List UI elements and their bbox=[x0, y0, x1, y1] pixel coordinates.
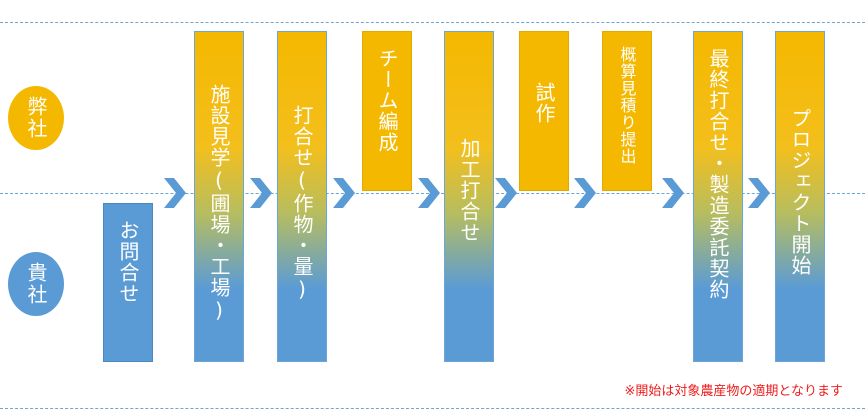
step-estimate-label: 概算見積り提出 bbox=[617, 46, 637, 165]
step-final-contract-label: 最終打合せ・製造委託契約 bbox=[706, 48, 730, 300]
step-project-start: プロジェクト開始 bbox=[775, 31, 825, 362]
step-team-formation-label: チーム編成 bbox=[375, 48, 399, 153]
step-inquiry-label: お問合せ bbox=[116, 220, 140, 304]
yours-row-label: 貴社 bbox=[8, 252, 64, 316]
step-site-visit: 施設見学(圃場・工場) bbox=[194, 31, 244, 362]
chevron-arrow-icon bbox=[418, 178, 440, 208]
chevron-arrow-icon bbox=[574, 178, 596, 208]
chevron-arrow-icon bbox=[495, 178, 517, 208]
chevron-arrow-icon bbox=[164, 178, 186, 208]
step-meeting-crops-label: 打合せ(作物・量) bbox=[290, 105, 314, 302]
divider-bottom bbox=[0, 408, 865, 409]
step-meeting-crops: 打合せ(作物・量) bbox=[277, 31, 327, 362]
step-inquiry: お問合せ bbox=[103, 203, 153, 362]
step-trial: 試作 bbox=[519, 31, 569, 191]
step-project-start-label: プロジェクト開始 bbox=[788, 108, 812, 276]
step-processing-meeting-label: 加工打合せ bbox=[457, 138, 481, 243]
ours-row-label: 弊社 bbox=[8, 86, 64, 150]
step-site-visit-label: 施設見学(圃場・工場) bbox=[207, 84, 231, 323]
footnote: ※開始は対象農産物の適期となります bbox=[624, 384, 843, 399]
step-trial-label: 試作 bbox=[532, 82, 556, 124]
step-final-contract: 最終打合せ・製造委託契約 bbox=[693, 31, 743, 362]
step-estimate: 概算見積り提出 bbox=[602, 31, 652, 191]
divider-top bbox=[0, 22, 865, 23]
step-team-formation: チーム編成 bbox=[362, 31, 412, 191]
chevron-arrow-icon bbox=[662, 178, 684, 208]
chevron-arrow-icon bbox=[333, 178, 355, 208]
chevron-arrow-icon bbox=[748, 178, 770, 208]
step-processing-meeting: 加工打合せ bbox=[444, 31, 494, 362]
chevron-arrow-icon bbox=[250, 178, 272, 208]
